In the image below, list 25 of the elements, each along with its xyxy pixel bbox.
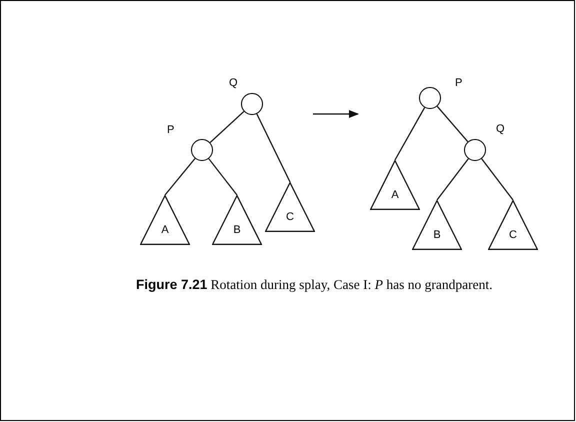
figure-caption: Figure 7.21 Rotation during splay, Case I: P has no grandparent.	[136, 277, 494, 294]
subtree-triangle	[412, 200, 462, 250]
tree-edge	[394, 107, 426, 160]
node-label: P	[455, 78, 462, 89]
subtree-triangle	[212, 195, 262, 245]
subtree-triangle	[488, 200, 538, 250]
node-label: Q	[229, 78, 238, 89]
subtree-triangle	[140, 195, 190, 245]
tree-edge	[210, 111, 244, 143]
tree-edge	[436, 158, 469, 200]
subtree-label: B	[232, 225, 242, 236]
subtree-label: C	[508, 230, 518, 241]
subtree-triangle	[370, 160, 420, 210]
tree-edge	[436, 106, 468, 142]
node-label: Q	[496, 124, 505, 135]
subtree-label: A	[390, 190, 400, 201]
node-label: P	[167, 125, 174, 136]
tree-edge	[208, 158, 238, 196]
subtree-label: C	[285, 212, 295, 223]
tree-edge	[164, 158, 196, 196]
subtree-label: A	[160, 225, 170, 236]
subtree-label: B	[432, 230, 442, 241]
subtree-triangle	[265, 182, 315, 232]
tree-edge	[481, 158, 514, 200]
tree-edge	[256, 114, 291, 182]
